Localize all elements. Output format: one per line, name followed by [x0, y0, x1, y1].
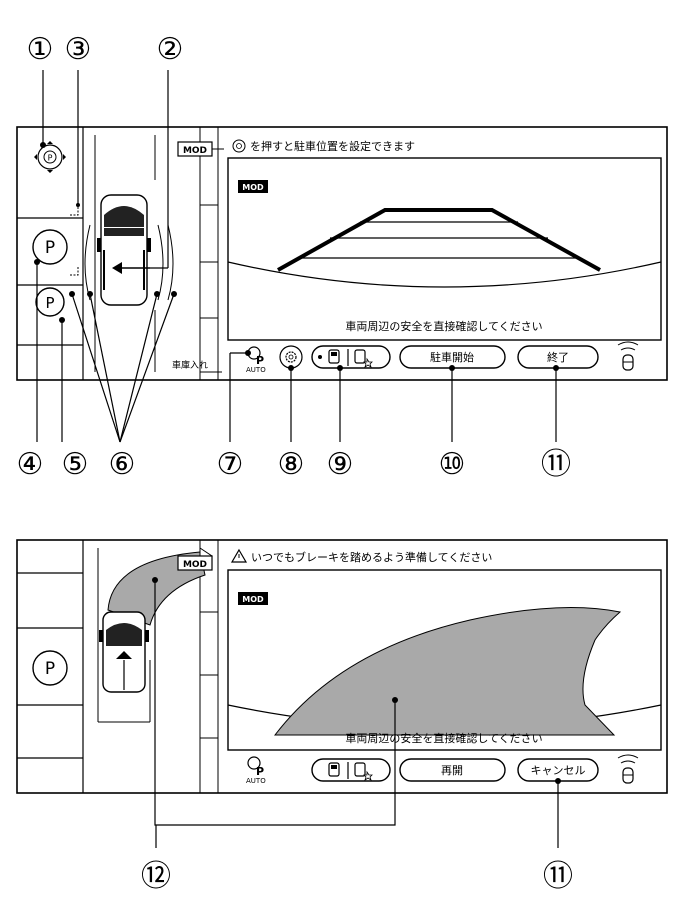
cancel-label: キャンセル	[531, 764, 586, 777]
predicted-path	[273, 607, 622, 736]
callout-6: ⑥	[109, 447, 136, 482]
auto-park-p-2: P	[256, 765, 264, 778]
dial-icon[interactable]: P	[34, 141, 66, 173]
callout-3: ③	[65, 32, 92, 67]
mod-tag-2: MOD	[242, 595, 264, 604]
caution-text: 車両周辺の安全を直接確認してください	[345, 319, 542, 333]
panel-2: P MOD いつでもブレーキを踏めるよう準備してください MOD 車両周辺の安全…	[16, 539, 668, 794]
panel-1-callout-dots	[34, 142, 559, 371]
cancel-button[interactable]: キャンセル	[517, 758, 599, 782]
caution-text-2: 車両周辺の安全を直接確認してください	[345, 731, 542, 745]
panel-1-message: を押すと駐車位置を設定できます	[250, 139, 415, 153]
auto-park-icon-2[interactable]: P AUTO	[246, 756, 266, 785]
car-view-icon	[354, 349, 366, 364]
callout-7: ⑦	[217, 447, 244, 482]
callout-5: ⑤	[62, 447, 89, 482]
start-parking-label: 駐車開始	[430, 350, 474, 364]
sonar-icon	[617, 754, 639, 784]
garage-label: 車庫入れ	[172, 359, 208, 371]
parking-spot-label: P	[45, 659, 55, 679]
panel-1: P	[16, 126, 668, 381]
auto-park-p: P	[256, 354, 264, 367]
dial-p-label: P	[48, 154, 53, 163]
panel-2-header: いつでもブレーキを踏めるよう準備してください	[230, 548, 492, 564]
camera-view-icon	[328, 349, 340, 364]
gear-icon[interactable]	[279, 345, 303, 369]
end-label: 終了	[547, 350, 569, 364]
top-view-map: P	[17, 127, 224, 380]
auto-label-2: AUTO	[246, 777, 266, 785]
parking-spot-1-label: P	[45, 238, 55, 258]
auto-label: AUTO	[246, 366, 266, 374]
callout-9: ⑨	[327, 447, 354, 482]
resume-label: 再開	[441, 764, 463, 777]
top-view-map-2: P MOD	[17, 540, 219, 793]
callout-2: ②	[157, 32, 184, 67]
parking-spot-1[interactable]: P	[32, 229, 68, 265]
warning-icon	[230, 548, 248, 563]
mod-badge: MOD	[183, 146, 207, 156]
callout-8: ⑧	[278, 447, 305, 482]
sonar-icon	[617, 341, 639, 371]
panel-2-message: いつでもブレーキを踏めるよう準備してください	[251, 550, 492, 564]
callout-4: ④	[17, 447, 44, 482]
parking-spot[interactable]: P	[32, 650, 68, 686]
parking-spot-2[interactable]: P	[35, 287, 65, 317]
car-view-icon	[354, 762, 366, 777]
callout-11: ⑪	[541, 447, 571, 482]
camera-view-1: MOD 車両周辺の安全を直接確認してください	[227, 157, 662, 341]
callout-11b: ⑪	[543, 859, 573, 894]
start-parking-button[interactable]: 駐車開始	[399, 345, 506, 369]
callout-12: ⑫	[141, 859, 171, 894]
camera-view-icon	[328, 762, 340, 777]
callout-10: ⑩	[439, 447, 466, 482]
parking-spot-2-label: P	[45, 294, 54, 312]
dial-icon	[232, 139, 246, 153]
vehicle-top-view	[97, 194, 151, 306]
vehicle-top-view-2	[99, 611, 149, 693]
mod-badge-2: MOD	[183, 560, 207, 570]
end-button[interactable]: 終了	[517, 345, 599, 369]
panel-2-callout-dots	[152, 577, 561, 784]
resume-button[interactable]: 再開	[399, 758, 506, 782]
panel-1-callouts	[36, 70, 557, 443]
camera-view-toggle-2[interactable]	[311, 758, 391, 782]
panel-1-header: を押すと駐車位置を設定できます	[232, 139, 415, 153]
panel-2-callouts	[154, 580, 559, 848]
camera-view-toggle[interactable]	[311, 345, 391, 369]
target-frame	[70, 207, 79, 276]
camera-view-2: MOD 車両周辺の安全を直接確認してください	[227, 569, 662, 751]
callout-1: ①	[27, 32, 54, 67]
mod-tag: MOD	[242, 183, 264, 192]
